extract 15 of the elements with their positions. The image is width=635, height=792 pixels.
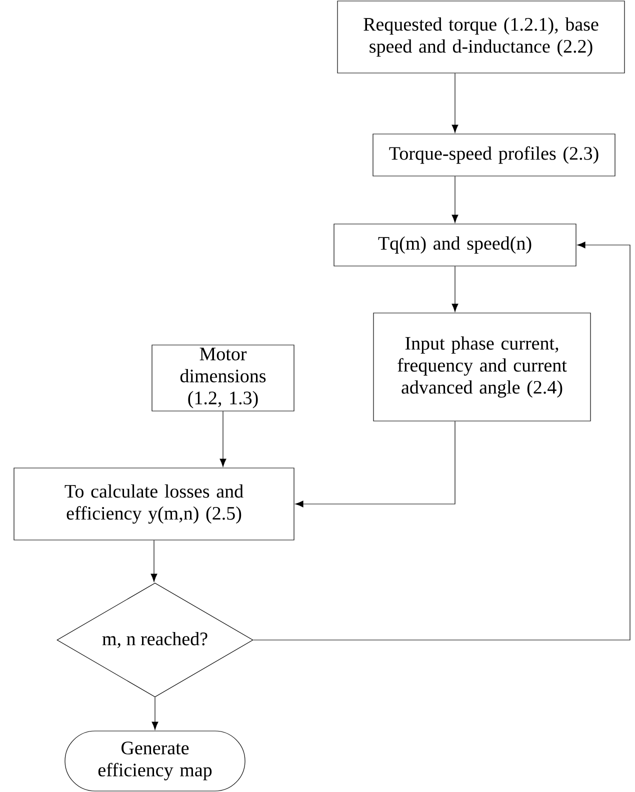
- arrow: [452, 73, 458, 133]
- arrow: [253, 242, 630, 640]
- process-box: Requested torque (1.2.1), base speed and d-inductance (2.2): [337, 0, 625, 74]
- process-box: Torque-speed profiles (2.3): [372, 134, 616, 176]
- arrow: [452, 176, 458, 223]
- arrow: [150, 540, 158, 582]
- terminal-box: Generate efficiency map: [64, 730, 246, 792]
- arrow: [152, 697, 158, 730]
- process-box: Tq(m) and speed(n): [334, 224, 576, 266]
- process-box: Input phase current, frequency and current advanced angle (2.4): [373, 312, 591, 422]
- arrow: [295, 421, 456, 508]
- process-box: To calculate losses and efficiency y(m,n) (2.5): [14, 468, 294, 540]
- process-box: Motor dimensions (1.2, 1.3): [152, 344, 294, 412]
- arrow: [452, 266, 458, 312]
- arrow: [220, 411, 226, 467]
